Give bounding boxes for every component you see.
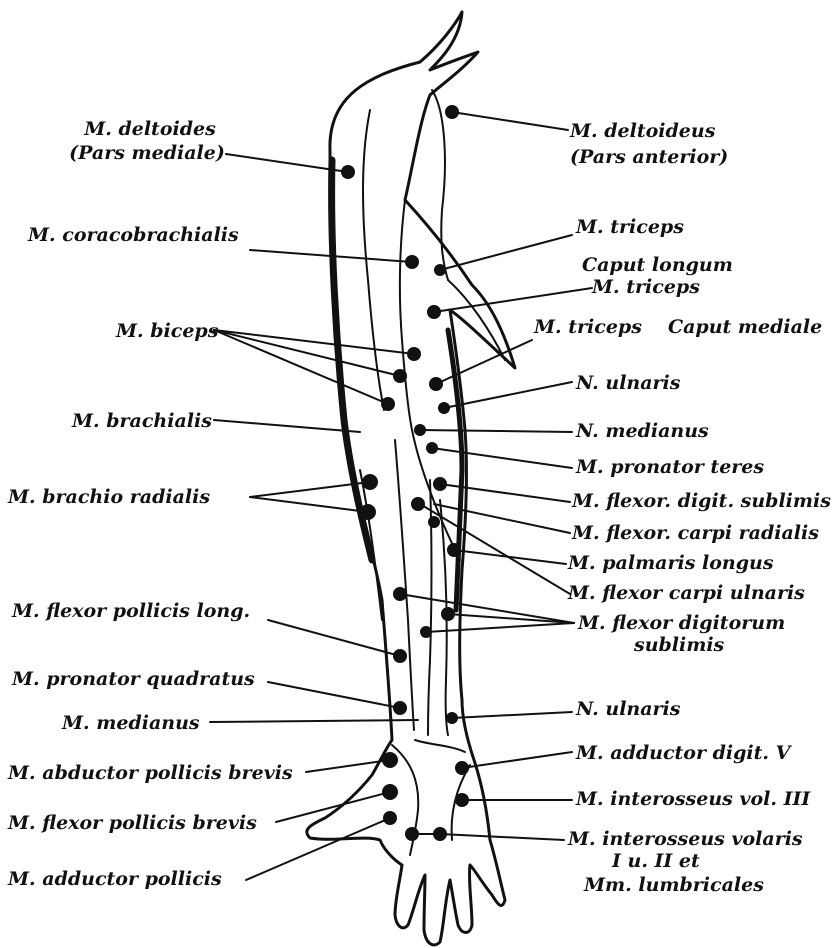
label-lumbricales: Mm. lumbricales <box>584 874 764 896</box>
label-interosseus-volaris-2: I u. II et <box>612 850 700 872</box>
muscle-line <box>400 200 412 430</box>
label-interosseus-vol-iii: M. interosseus vol. III <box>576 788 810 810</box>
label-flexor-digitorum-sublimis: sublimis <box>634 634 724 656</box>
label-deltoides: M. deltoides <box>70 118 230 140</box>
palm-line <box>415 740 465 752</box>
label-brachialis: M. brachialis <box>72 410 212 432</box>
label-deltoideus-pars: (Pars anterior) <box>570 146 728 168</box>
label-caput-mediale: Caput mediale <box>668 316 822 338</box>
label-biceps: M. biceps <box>116 320 218 342</box>
label-pronator-quadratus: M. pronator quadratus <box>12 668 255 690</box>
label-medianus: M. medianus <box>62 712 200 734</box>
label-flexor-carpi-ulnaris: M. flexor carpi ulnaris <box>568 582 805 604</box>
label-abductor-pollicis-brevis: M. abductor pollicis brevis <box>8 762 293 784</box>
label-interosseus-volaris: M. interosseus volaris <box>568 828 803 850</box>
label-coracobrachialis: M. coracobrachialis <box>28 224 239 246</box>
label-adductor-digit-v: M. adductor digit. V <box>576 742 790 764</box>
label-flexor-digit-sublimis: M. flexor. digit. sublimis <box>572 490 831 512</box>
label-flexor-digitorum: M. flexor digitorum <box>578 612 785 634</box>
label-caput-longum: Caput longum <box>582 254 733 276</box>
label-deltoideus: M. deltoideus <box>570 120 715 142</box>
label-flexor-pollicis-brevis: M. flexor pollicis brevis <box>8 812 257 834</box>
label-triceps-3: M. triceps <box>534 316 642 338</box>
label-flexor-pollicis-long: M. flexor pollicis long. <box>12 600 250 622</box>
label-triceps-2: M. triceps <box>592 276 700 298</box>
muscle-line <box>432 90 448 280</box>
label-adductor-pollicis: M. adductor pollicis <box>8 868 222 890</box>
label-deltoides-pars: (Pars mediale) <box>62 142 232 164</box>
label-palmaris-longus: M. palmaris longus <box>568 552 774 574</box>
label-pronator-teres: M. pronator teres <box>576 456 764 478</box>
label-n-ulnaris-2: N. ulnaris <box>576 698 680 720</box>
label-brachio-radialis: M. brachio radialis <box>8 486 210 508</box>
label-n-medianus: N. medianus <box>576 420 709 442</box>
label-flexor-carpi-radialis: M. flexor. carpi radialis <box>572 522 819 544</box>
label-triceps-1: M. triceps <box>576 216 684 238</box>
muscle-line <box>395 440 414 730</box>
label-n-ulnaris-1: N. ulnaris <box>576 372 680 394</box>
